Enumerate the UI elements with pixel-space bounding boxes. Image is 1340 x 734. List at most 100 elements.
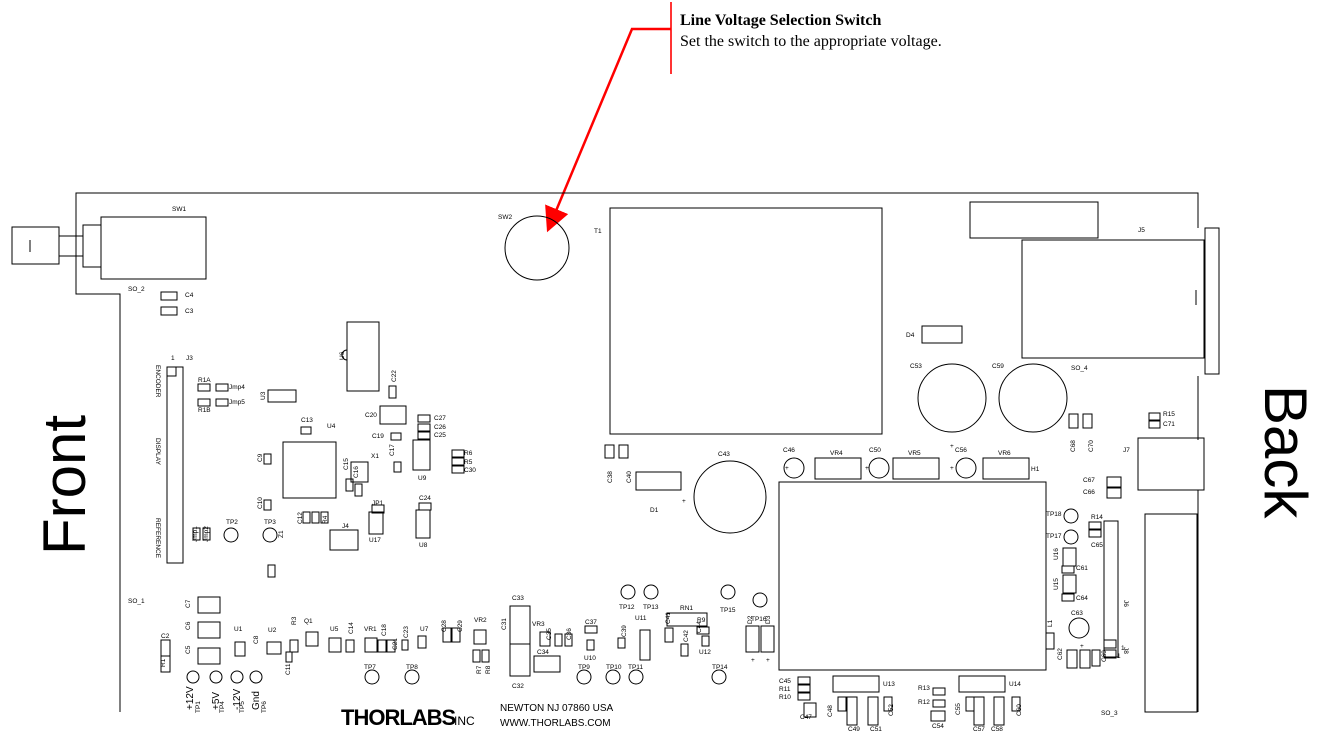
c43-capacitor — [693, 460, 767, 534]
label-c38: C38 — [607, 471, 614, 483]
pad — [1088, 529, 1102, 538]
power-label-m12: -12V — [232, 689, 243, 710]
label-r4: R4 — [322, 515, 329, 524]
label-u11: U11 — [635, 615, 647, 622]
test-point — [1068, 617, 1090, 639]
label-vr3: VR3 — [532, 621, 545, 628]
brand-name: THORLABS — [341, 705, 456, 730]
pad — [993, 696, 1005, 726]
u14-ic — [958, 675, 1006, 693]
pad — [472, 649, 481, 663]
pad — [564, 633, 573, 647]
label-c26: C26 — [434, 424, 446, 431]
label-c10: C10 — [257, 497, 264, 509]
label-c71: C71 — [1163, 421, 1175, 428]
test-point — [752, 592, 768, 608]
brand-address: NEWTON NJ 07860 USA — [500, 703, 614, 714]
label-c27: C27 — [434, 415, 446, 422]
label-r15: R15 — [1163, 411, 1175, 418]
label-r7: R7 — [476, 665, 483, 674]
label-c62: C62 — [1057, 648, 1064, 660]
label-u12: U12 — [699, 649, 711, 656]
label-u15: U15 — [1053, 578, 1060, 590]
label-u16: U16 — [1053, 548, 1060, 560]
pad — [803, 702, 817, 718]
label-c47: C47 — [800, 714, 812, 721]
label-c46: C46 — [783, 447, 795, 454]
pad — [371, 504, 385, 514]
pad — [1066, 649, 1078, 669]
label-r14: R14 — [1091, 514, 1103, 521]
label-c41: C41 — [665, 612, 672, 624]
pad — [305, 631, 319, 647]
pad — [554, 633, 563, 647]
sw2-voltage-selector[interactable] — [504, 215, 570, 281]
pad — [1061, 593, 1075, 602]
test-point — [1063, 508, 1079, 524]
pad — [797, 684, 811, 693]
label-c17: C17 — [389, 444, 396, 456]
u3-ic — [267, 389, 297, 403]
pad — [401, 639, 409, 651]
test-point — [955, 457, 977, 479]
label-x1: X1 — [371, 453, 379, 460]
pad — [797, 692, 811, 701]
pad — [586, 639, 595, 651]
pad — [584, 625, 598, 634]
label-c6: C6 — [185, 621, 192, 630]
label-c21: C21 — [392, 638, 399, 650]
pad — [539, 631, 551, 647]
label-r12: R12 — [918, 699, 930, 706]
label-j8: J8 — [1122, 647, 1129, 654]
label-so2: SO_2 — [128, 286, 145, 293]
label-tp5: TP5 — [239, 701, 246, 713]
label-vr4: VR4 — [830, 450, 843, 457]
j7-connector — [1137, 437, 1205, 491]
label-tp1: TP1 — [195, 701, 202, 713]
test-point — [209, 670, 223, 684]
label-u7: U7 — [420, 626, 429, 633]
small-parts — [160, 291, 1161, 726]
label-c53: C53 — [910, 363, 922, 370]
label-u14: U14 — [1009, 681, 1021, 688]
t1-transformer — [609, 207, 883, 435]
label-u9: U9 — [418, 475, 427, 482]
pad — [1062, 547, 1077, 567]
label-u1: U1 — [234, 626, 243, 633]
pad — [266, 641, 282, 655]
label-c32: C32 — [512, 683, 524, 690]
brand-website: WWW.THORLABS.COM — [500, 718, 611, 729]
label-c11: C11 — [285, 663, 292, 675]
label-r10: R10 — [779, 694, 791, 701]
label-c2: C2 — [161, 633, 170, 640]
pad — [377, 639, 387, 653]
pad — [1061, 565, 1075, 574]
vr5-regulator — [892, 457, 940, 480]
label-c45: C45 — [779, 678, 791, 685]
label-c67: C67 — [1083, 477, 1095, 484]
pad — [1148, 412, 1161, 421]
label-c35: C35 — [546, 628, 553, 640]
pad — [197, 621, 221, 639]
label-h1: H1 — [1031, 466, 1040, 473]
label-t1: T1 — [594, 228, 602, 235]
polarity-plus: + — [766, 657, 770, 664]
pad — [328, 637, 342, 653]
label-tp2: TP2 — [226, 519, 238, 526]
label-r1: R1 — [160, 658, 167, 667]
pad — [197, 383, 211, 392]
pad — [285, 651, 293, 663]
pad — [320, 511, 329, 524]
test-point — [711, 669, 727, 685]
pad — [442, 627, 452, 643]
test-point — [643, 584, 659, 600]
label-c57: C57 — [973, 726, 985, 733]
label-tp8: TP8 — [406, 664, 418, 671]
callout: Line Voltage Selection Switch Set the sw… — [545, 2, 942, 233]
label-r9: R9 — [697, 617, 706, 624]
label-u10: U10 — [584, 655, 596, 662]
pad — [932, 687, 946, 696]
pad — [1011, 696, 1021, 712]
pad — [311, 511, 320, 524]
sw1-switch — [11, 216, 207, 280]
